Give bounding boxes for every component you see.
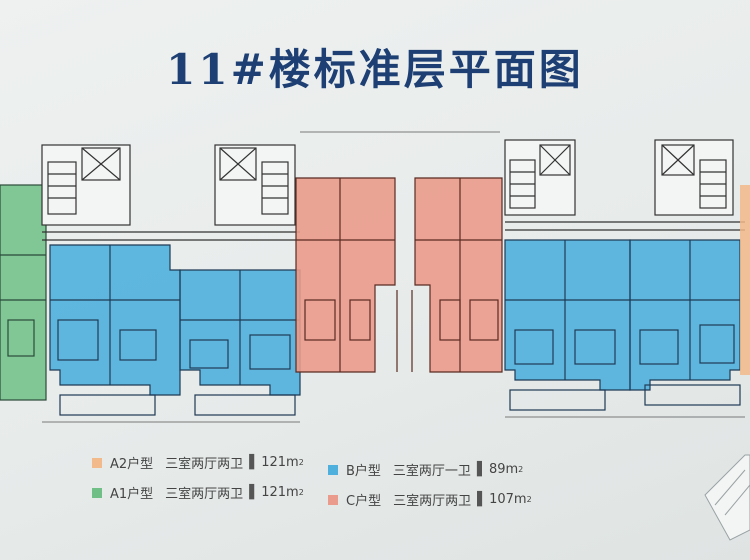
legend-a1-desc: 三室两厅两卫 [165, 487, 244, 502]
stair-core-center-left [214, 144, 296, 226]
site-map-thumbnail [704, 454, 750, 541]
legend-b-desc: 三室两厅一卫 [392, 464, 471, 479]
legend-c-unit: m [513, 492, 527, 507]
legend-c-exp: 2 [526, 495, 532, 504]
unit-a2-right [740, 185, 750, 375]
legend-a2-unit: m [286, 455, 299, 470]
legend-c-area: 107 [489, 492, 514, 507]
legend-a2-swatch [92, 457, 102, 468]
legend-c-swatch [328, 494, 338, 505]
plan-title: 11#楼标准层平面图 [166, 45, 584, 94]
unit-a1-left [0, 184, 47, 401]
legend-c-type: C户型 [346, 494, 382, 509]
unit-c-center [295, 177, 503, 373]
legend-a2-area: 121 [261, 455, 287, 470]
dimension-lines [42, 131, 745, 423]
legend-a2-desc: 三室两厅两卫 [165, 457, 244, 472]
unit-b-left [49, 244, 301, 416]
legend-b-type: B户型 [346, 464, 381, 479]
stair-core-right [654, 139, 734, 216]
unit-b-right [504, 239, 741, 411]
legend-b-unit: m [505, 462, 519, 477]
legend-a2-exp: 2 [298, 458, 304, 467]
stair-core-center-right [504, 139, 745, 231]
stair-core-left [41, 144, 300, 241]
legend-c-desc: 三室两厅两卫 [393, 494, 472, 509]
legend-a2-type: A2户型 [110, 457, 154, 472]
legend-b-area: 89 [488, 462, 506, 477]
legend-a1-area: 121 [261, 485, 287, 500]
legend-a1-exp: 2 [298, 488, 304, 497]
legend-a1-unit: m [286, 485, 299, 500]
legend-b-exp: 2 [518, 465, 524, 474]
legend-a1-type: A1户型 [110, 487, 154, 502]
legend-b-swatch [328, 464, 338, 475]
legend-a1-swatch [92, 487, 102, 498]
